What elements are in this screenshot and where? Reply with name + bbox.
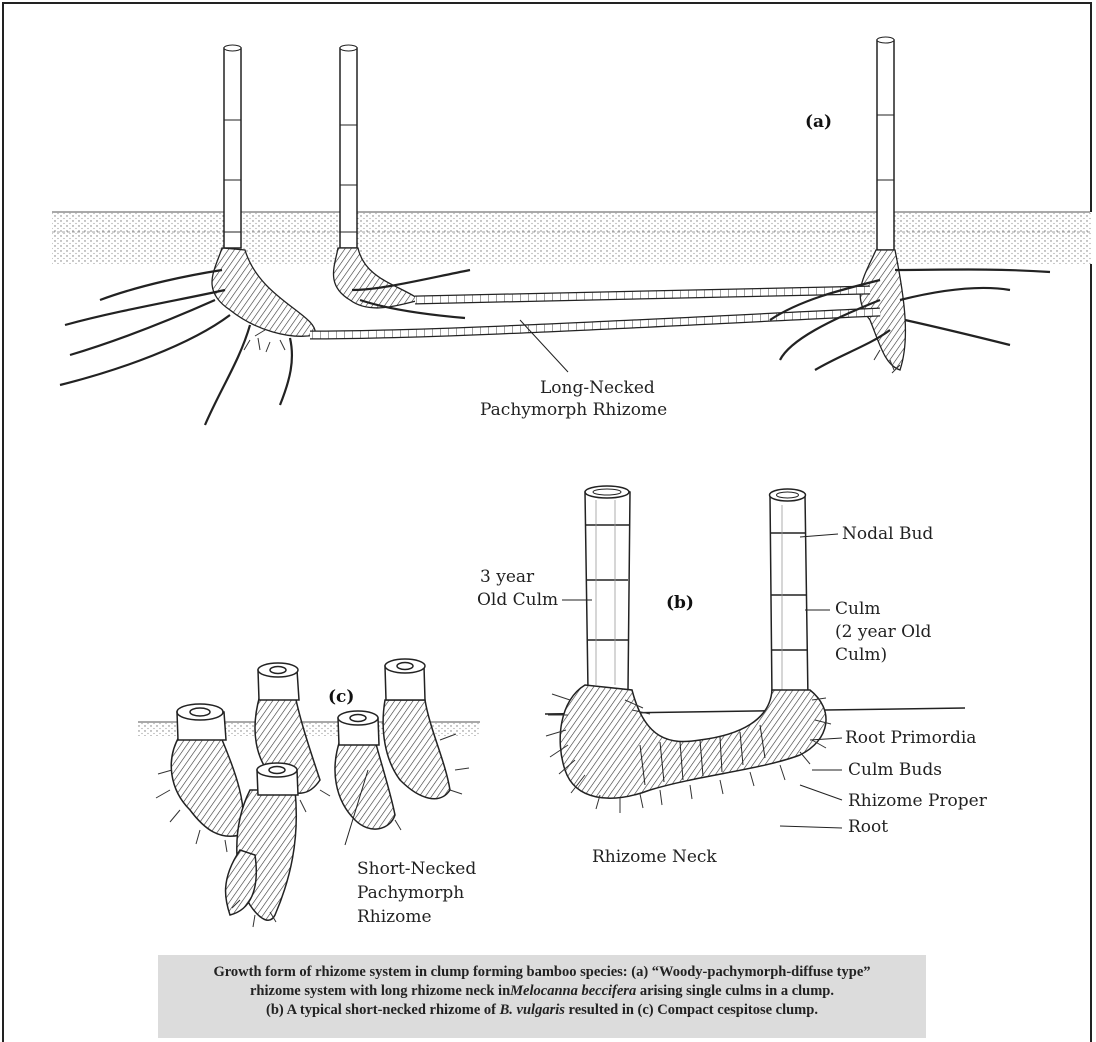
caption-line-2-tail: arising single culms in a clump. (636, 983, 834, 999)
caption-species-vulgaris: B. vulgaris (500, 1002, 565, 1018)
caption-line-2: rhizome system with long rhizome neck in… (168, 982, 916, 1001)
caption-line-2-text: rhizome system with long rhizome neck in (250, 983, 510, 999)
short-necked-label-line3: Rhizome (357, 907, 432, 927)
nodal-bud-label: Nodal Bud (842, 524, 933, 544)
panel-b-tag: (b) (666, 593, 694, 613)
long-necked-label-line1: Long-Necked (540, 378, 655, 398)
panel-a: (a) Long-Necked Pachymorph Rhizome (52, 37, 1092, 425)
caption-line-1: Growth form of rhizome system in clump f… (168, 963, 916, 982)
leader-rhizome-proper (800, 785, 842, 800)
culm-a2 (340, 45, 357, 248)
rhizome-body-b (560, 685, 826, 798)
soil-surface-a (52, 212, 1092, 264)
culm-a3 (877, 37, 894, 250)
old-culm-label-line1: 3 year (480, 567, 535, 587)
long-necked-label-line2: Pachymorph Rhizome (480, 400, 667, 420)
leader-root (780, 826, 842, 828)
panel-b: (b) 3 year Old Culm Nodal Bud Culm (2 ye… (477, 486, 988, 867)
short-necked-label-line2: Pachymorph (357, 883, 464, 903)
short-necked-label-line1: Short-Necked (357, 859, 476, 879)
rhizome-neck-label: Rhizome Neck (592, 847, 717, 867)
caption-line-3: (b) A typical short-necked rhizome of B.… (168, 1001, 916, 1020)
panel-a-tag: (a) (805, 112, 832, 132)
caption-line-3-tail: resulted in (c) Compact cespitose clump. (565, 1002, 818, 1018)
rhizome-proper-label: Rhizome Proper (848, 791, 988, 811)
caption-line-3-text: (b) A typical short-necked rhizome of (266, 1002, 500, 1018)
root-label: Root (848, 817, 888, 837)
culm-a1 (224, 45, 241, 248)
culm-label-line3: Culm) (835, 645, 887, 665)
old-culm-b (585, 486, 630, 690)
root-primordia-label: Root Primordia (845, 728, 976, 748)
figure-caption: Growth form of rhizome system in clump f… (158, 955, 926, 1038)
old-culm-label-line2: Old Culm (477, 590, 558, 610)
culm-label-line2: (2 year Old (835, 622, 932, 642)
caption-species-melocanna: Melocanna beccifera (510, 983, 636, 999)
panel-c-tag: (c) (328, 687, 354, 707)
young-culm-b (770, 489, 809, 700)
culm-buds-label: Culm Buds (848, 760, 942, 780)
rhizome-diagram: (a) Long-Necked Pachymorph Rhizome (0, 0, 1096, 955)
panel-c: (c) Short-Necked Pachymorph Rhizome (138, 659, 480, 927)
culm-label-line1: Culm (835, 599, 881, 619)
